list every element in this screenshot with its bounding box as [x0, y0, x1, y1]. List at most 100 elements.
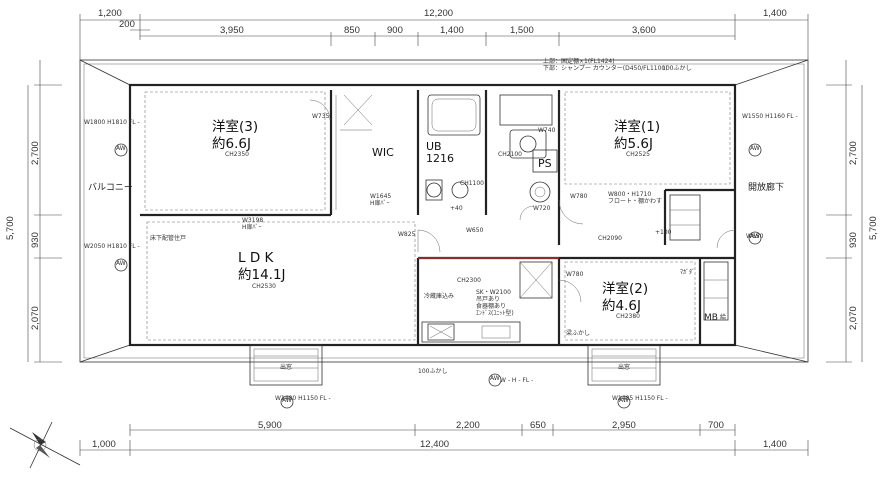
mb-label: MB	[704, 313, 718, 323]
left-dimensions: 2,700 5,700 930 2,070	[5, 60, 62, 363]
window-bottom-2: W1485 H1150 FL -	[612, 395, 668, 402]
dim-top-850: 850	[344, 25, 360, 36]
door-w650b: W650	[746, 233, 764, 240]
dim-right-5700: 5,700	[868, 216, 879, 240]
dim-top-900: 900	[387, 25, 403, 36]
shelf-note-2: 下部：シャンプー カウンター(D450/FL1100)	[543, 64, 668, 72]
closet-bar1: H扉ﾊﾞｰ	[370, 199, 390, 207]
door-swings	[309, 99, 736, 303]
dim-top-1500: 1,500	[510, 25, 534, 36]
shoe-note-2: フロート・棚かわす	[608, 197, 662, 205]
piping-note: 床下配管住戸	[150, 234, 186, 242]
dim-left-930: 930	[30, 232, 41, 248]
room-western3-name: 洋室(3)	[212, 118, 258, 135]
ps-label: PS	[538, 157, 552, 170]
dim-left-2070: 2,070	[30, 306, 41, 330]
wic-label: WIC	[372, 146, 394, 159]
right-dimensions: 2,700 5,700 930 2,070	[826, 60, 879, 363]
stair-note: ﾏｶﾞﾀﾞ	[680, 269, 695, 276]
closet-w3198: W3198	[242, 217, 263, 224]
dim-right-2700: 2,700	[848, 141, 859, 165]
room-western2-name: 洋室(2)	[602, 280, 648, 297]
bay-windows: 出窓 出窓	[249, 344, 661, 386]
room-western3-ch: CH2350	[225, 151, 249, 158]
dim-bottom-650: 650	[530, 420, 546, 431]
kitchen-note-2: 吊戸あり	[476, 296, 500, 303]
aw-tag-5: AW	[282, 397, 292, 404]
room-western1-ch: CH2525	[626, 151, 650, 158]
dim-top-3: 1,400	[763, 8, 787, 19]
dim-top-3600: 3,600	[632, 25, 656, 36]
door-w780a: W780	[570, 193, 588, 200]
ch-2300: CH2300	[457, 277, 481, 284]
door-w825: W825	[398, 231, 416, 238]
slab-note-bottom: 100ふかし	[418, 368, 447, 375]
compass-icon	[9, 421, 81, 469]
dim-top-1: 1,200	[98, 8, 122, 19]
closet-bar2: H扉ﾊﾞｰ	[242, 223, 262, 231]
room-western2-size: 約4.6J	[602, 298, 641, 314]
door-w650: W650	[466, 227, 484, 234]
aw-tag-1: AW	[116, 145, 126, 152]
aw-tags	[114, 143, 762, 409]
room-western1-size: 約5.6J	[614, 136, 653, 152]
door-w735: W735	[312, 113, 330, 120]
dim-left-2700: 2,700	[30, 141, 41, 165]
balcony-label: バルコニー	[88, 182, 133, 193]
dim-right-2070: 2,070	[848, 306, 859, 330]
kitchen-note-4: ｴﾝﾄﾞｽ(ﾕﾆｯﾄ型)	[476, 309, 514, 317]
fridge-note: 冷蔵庫込み	[424, 292, 454, 300]
dim-left-5700: 5,700	[5, 216, 16, 240]
dim-top-3950: 3,950	[220, 25, 244, 36]
window-bottom-center: W - H - FL -	[500, 377, 533, 384]
dim-right-930: 930	[848, 232, 859, 248]
unit-bath	[425, 94, 558, 203]
top-dimensions: 1,200 12,200 1,400 200 3,950 850 900 1,4…	[79, 8, 809, 60]
entrance	[669, 194, 729, 321]
aw-tag-7: AW	[619, 397, 629, 404]
room-ldk-ch: CH2530	[252, 283, 276, 290]
door-w720: W720	[533, 205, 551, 212]
door-w780b: W780	[566, 271, 584, 278]
ub-size: 1216	[426, 152, 454, 165]
aw-tag-6: AW	[490, 375, 500, 382]
aw-tag-2: AW	[116, 260, 126, 267]
dim-bottom-700: 700	[708, 420, 724, 431]
dim-bottom-1400: 1,400	[763, 439, 787, 450]
closet-w1645: W1645	[370, 193, 391, 200]
room-ldk-name: L D K	[238, 250, 274, 266]
corridor-label: 開放廊下	[748, 181, 784, 193]
dim-bottom-1000: 1,000	[92, 439, 116, 450]
shoe-note-1: W800・H1710	[608, 191, 651, 198]
main-walls	[128, 83, 737, 347]
dim-bottom-2200: 2,200	[456, 420, 480, 431]
window-left-top: W1800 H1810 FL -	[84, 119, 140, 126]
room-ldk-size: 約14.1J	[238, 267, 286, 283]
aw-tag-4: AW	[750, 233, 760, 240]
kitchen-note-3: 食器棚あり	[476, 302, 506, 310]
room-western1-name: 洋室(1)	[614, 118, 660, 135]
wic-shelves	[335, 94, 373, 210]
misc-plus40: +40	[450, 205, 463, 212]
dim-bottom-2950: 2,950	[612, 420, 636, 431]
ceiling-lines	[144, 91, 731, 341]
dim-top-1400: 1,400	[440, 25, 464, 36]
ch-2090: CH2090	[598, 235, 622, 242]
shelf-note-1: 上部：固定棚×1(FL1424)	[543, 57, 615, 65]
dim-bottom-5900: 5,900	[258, 420, 282, 431]
window-left-mid: W2050 H1810 FL -	[84, 243, 140, 250]
ch-2100: CH2100	[498, 151, 522, 158]
misc-plus100: +100	[655, 229, 672, 236]
room-western3-size: 約6.6J	[212, 136, 251, 152]
dim-top-200: 200	[119, 19, 135, 30]
bay-window-label-left: 出窓	[280, 363, 292, 371]
kitchen-counter	[421, 261, 553, 343]
dim-top-2: 12,200	[424, 8, 453, 19]
slab-note-top: 100ふかし	[662, 65, 691, 72]
outer-frame	[79, 59, 809, 363]
window-right: W1550 H1160 FL -	[742, 113, 798, 120]
mb-small: 給	[720, 313, 726, 321]
aw-tag-3: AW	[750, 145, 760, 152]
ch-1100: CH1100	[460, 180, 484, 187]
